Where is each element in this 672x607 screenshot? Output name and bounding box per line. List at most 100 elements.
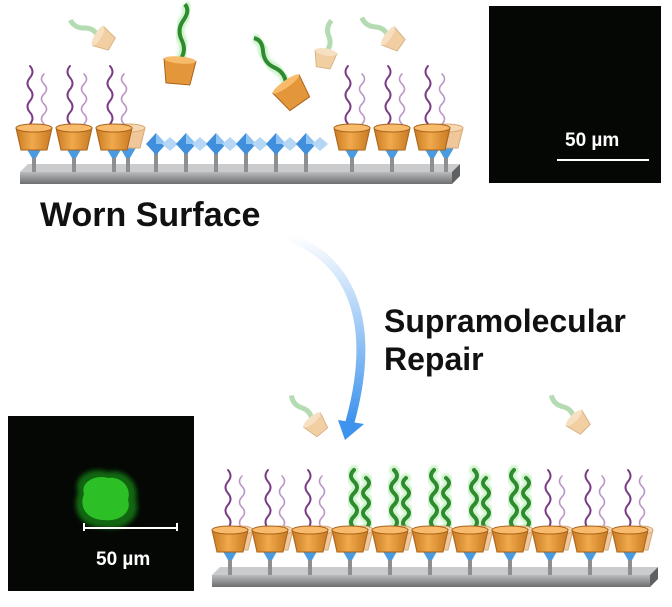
guest-chain-icon [544,469,552,529]
guest-chain-icon [288,395,315,421]
host-cup-rim [373,123,411,133]
diamond-molecule-icon [162,137,178,151]
host-cup-rim [451,525,489,535]
diamond-highlight [216,133,226,144]
guest-chain-icon [344,65,352,125]
repair-label-line1: Supramolecular [384,303,626,339]
free-host-guest-complex [359,16,406,52]
guest-chain-icon [481,476,491,530]
anchor-stem [308,556,312,575]
diamond-molecule-icon [312,137,328,151]
worn-surface-label: Worn Surface [40,196,261,234]
substrate-side [650,567,658,587]
anchor-stem [154,152,158,172]
anchor-stem [444,154,448,172]
scale-bar [557,159,649,161]
anchor-stem [628,556,632,575]
micrograph-worn: 50 µm [489,6,661,183]
diamond-molecule-icon [192,137,208,151]
anchor-stem [350,154,354,172]
anchor-stem [244,152,248,172]
repair-arrow-icon [283,231,366,427]
host-cup-rim [95,123,133,133]
guest-chain-icon [26,65,34,125]
supramolecular-repair-label: Supramolecular Repair [384,302,626,378]
guest-chain-icon [389,468,399,530]
guest-chain-icon [401,476,411,530]
host-cup-rim [164,56,196,64]
guest-chain-icon [361,476,371,530]
scale-bar-label: 50 µm [565,130,620,151]
guest-chain-icon [66,65,74,125]
anchor-stem [428,556,432,575]
host-cup-rim [491,525,529,535]
anchor-stem [390,154,394,172]
anchor-stem [468,556,472,575]
diamond-molecule-icon [222,137,238,151]
guest-chain-icon [521,476,531,530]
host-cup-rim [291,525,329,535]
host-cup-rim [303,412,321,428]
guest-chain-icon [253,36,288,85]
arrow-head [338,420,364,440]
guest-chain-icon [324,18,334,54]
anchor-stem [348,556,352,575]
host-cup-rim [611,525,649,535]
host-cup-rim [272,74,300,94]
guest-chain-icon [278,475,286,529]
guest-chain-icon [638,475,646,529]
guest-chain-icon [68,18,101,38]
guest-chain-icon [548,394,577,419]
free-host-guest-complex [68,18,116,51]
anchor-stem [388,556,392,575]
guest-chain-icon [438,73,446,125]
guest-chain-icon [349,468,359,530]
free-host-guest-complex [288,395,329,438]
scale-bar-label: 50 µm [96,549,151,570]
worn-surface-layer [15,65,464,184]
guest-chain-icon [359,16,391,38]
guest-chain-icon [441,476,451,530]
guest-chain-icon [224,469,232,529]
host-cup-rim [411,525,449,535]
guest-chain-icon [598,475,606,529]
guest-chain-icon [177,2,190,62]
substrate-bar [212,575,650,587]
anchor-stem [548,556,552,575]
host-cup-rim [211,525,249,535]
host-cup-rim [331,525,369,535]
anchor-stem [214,152,218,172]
guest-chain-icon [384,65,392,125]
diamond-molecule-icon [252,137,268,151]
host-cup-rim [565,409,583,427]
host-cup-rim [381,26,395,46]
host-cup-rim [315,48,337,56]
anchor-stem [32,154,36,172]
guest-chain-icon [238,475,246,529]
guest-chain-icon [358,73,366,125]
micrograph-repaired: 50 µm [8,416,194,591]
anchor-stem [508,556,512,575]
anchor-stem [304,152,308,172]
scale-bar-tick [176,523,178,531]
guest-chain-icon [106,65,114,125]
guest-chain-icon [429,468,439,530]
repair-label-line2: Repair [384,341,484,377]
free-host-guest-complex [163,1,197,86]
diamond-highlight [306,133,316,144]
diamond-highlight [156,133,166,144]
guest-chain-icon [398,73,406,125]
scale-bar [83,527,177,529]
guest-chain-icon [40,73,48,125]
guest-chain-icon [584,469,592,529]
free-host-guest-complex [548,394,591,435]
guest-chain-icon [304,469,312,529]
fluorescent-spot [75,470,138,529]
host-cup-rim [333,123,371,133]
anchor-stem [430,154,434,172]
guest-chain-icon [264,469,272,529]
guest-chain-icon [120,73,128,125]
anchor-stem [274,152,278,172]
